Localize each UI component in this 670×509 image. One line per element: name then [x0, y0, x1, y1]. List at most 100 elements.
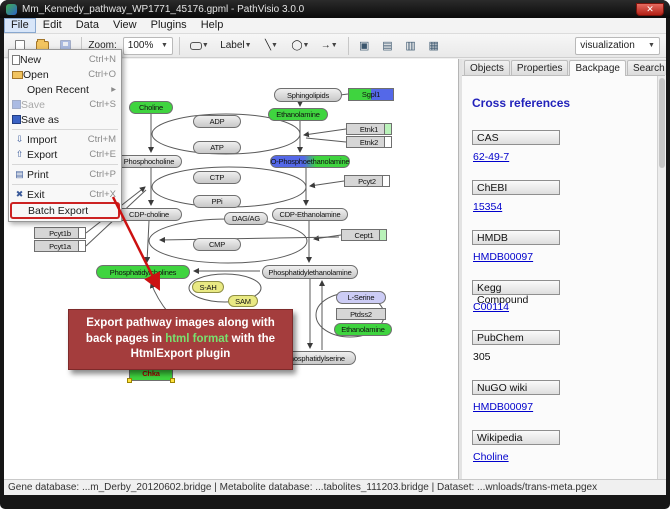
tab-search[interactable]: Search [626, 60, 666, 75]
close-button[interactable]: ✕ [636, 2, 664, 16]
tab-properties[interactable]: Properties [510, 60, 569, 75]
node-label: DAG/AG [232, 214, 260, 223]
distribute-button[interactable]: ▥ [400, 36, 421, 56]
splitter[interactable] [459, 59, 462, 479]
selection-handle[interactable] [127, 378, 132, 383]
stack-button[interactable]: ▦ [423, 36, 444, 56]
node-pcyt1a[interactable]: Pcyt1a [34, 240, 86, 252]
menu-plugins[interactable]: Plugins [150, 19, 187, 31]
node-cdp-ethanolamine[interactable]: CDP-Ethanolamine [272, 208, 348, 221]
node-label: Pcyt2 [358, 176, 376, 186]
export-icon: ⇧ [15, 149, 24, 159]
disk-icon [12, 100, 21, 109]
node-dag-ag[interactable]: DAG/AG [224, 212, 268, 225]
menu-edit[interactable]: Edit [42, 19, 62, 31]
toolbar: Zoom: 100%▼ ▼ Label▼ ╲▼ ◯▼ →▼ ▣ ▤ ▥ ▦ vi… [4, 34, 666, 58]
node-ethanolamine[interactable]: Ethanolamine [334, 323, 392, 336]
file-menu-item-label: Export [27, 148, 58, 161]
node-label: CMP [208, 240, 226, 249]
node-sam[interactable]: SAM [228, 295, 258, 307]
node-s-ah[interactable]: S-AH [192, 281, 224, 293]
annotation-highlight: html format [165, 332, 229, 345]
zoom-select[interactable]: 100%▼ [122, 36, 173, 55]
node-cdp-choline[interactable]: CDP-choline [116, 208, 182, 221]
xref-value-kegg-compound[interactable]: C00114 [473, 301, 510, 313]
align-vertical-icon: ▤ [382, 40, 393, 52]
node-pcyt1b[interactable]: Pcyt1b [34, 227, 86, 239]
sidebar-tabs: ObjectsPropertiesBackpageSearchLegend [462, 59, 666, 76]
node-label: ATP [210, 143, 224, 152]
chevron-down-icon: ▼ [330, 42, 338, 49]
xref-value-cas[interactable]: 62-49-7 [473, 151, 510, 163]
menu-view[interactable]: View [112, 19, 137, 31]
node-choline[interactable]: Choline [129, 101, 173, 114]
xref-value-wikipedia[interactable]: Choline [473, 451, 509, 463]
xref-section-header-cas: CAS [472, 130, 560, 145]
node-label: Ptdss2 [350, 309, 372, 319]
menu-help[interactable]: Help [200, 19, 224, 31]
align-horizontal-button[interactable]: ▣ [354, 36, 375, 56]
menu-file[interactable]: File [4, 18, 36, 33]
node-label: L-Serine [347, 293, 375, 302]
label-tool-button[interactable]: Label▼ [216, 36, 256, 56]
connector-tool-button[interactable]: →▼ [316, 36, 343, 56]
menu-data[interactable]: Data [75, 19, 99, 31]
node-label: SAM [235, 296, 251, 306]
node-phosphatidylcholines[interactable]: Phosphatidylcholines [96, 265, 190, 279]
datanode-icon [189, 41, 202, 50]
node-sphingolipids[interactable]: Sphingolipids [274, 88, 342, 102]
visualization-select[interactable]: visualization▼ [575, 36, 660, 55]
shape-tool-button[interactable]: ◯▼ [287, 36, 314, 56]
sidebar-scrollbar[interactable] [657, 76, 665, 479]
expression-chip [384, 137, 391, 147]
node-ppi[interactable]: PPi [193, 195, 241, 208]
node-l-serine[interactable]: L-Serine [336, 291, 386, 304]
menu-separator [12, 184, 118, 185]
datanode-tool-button[interactable]: ▼ [185, 36, 214, 56]
node-label: PPi [211, 197, 223, 206]
node-atp[interactable]: ATP [193, 141, 241, 154]
node-cmp[interactable]: CMP [193, 238, 241, 251]
node-pcyt2[interactable]: Pcyt2 [344, 175, 390, 187]
node-ethanolamine[interactable]: Ethanolamine [268, 108, 328, 121]
node-phosphatidylethanolamine[interactable]: Phosphatidylethanolamine [262, 265, 358, 279]
xref-value-chebi[interactable]: 15354 [473, 201, 503, 213]
node-etnk1[interactable]: Etnk1 [346, 123, 392, 135]
file-menu-item-save-as[interactable]: Save as [10, 112, 120, 127]
xref-value-nugo-wiki[interactable]: HMDB00097 [473, 401, 534, 413]
node-label: Phosphatidylserine [285, 353, 345, 363]
distribute-icon: ▥ [405, 40, 416, 52]
align-vertical-button[interactable]: ▤ [377, 36, 398, 56]
node-cept1[interactable]: Cept1 [341, 229, 387, 241]
node-ptdss2[interactable]: Ptdss2 [336, 308, 386, 320]
node-adp[interactable]: ADP [193, 115, 241, 128]
file-menu-item-label: Open [23, 68, 49, 81]
node-etnk2[interactable]: Etnk2 [346, 136, 392, 148]
tab-objects[interactable]: Objects [464, 60, 510, 75]
expression-chip [384, 124, 391, 134]
tab-backpage[interactable]: Backpage [569, 60, 626, 76]
file-menu-item-open-recent[interactable]: Open Recent▸ [10, 82, 120, 97]
scrollbar-thumb[interactable] [659, 78, 665, 168]
annotation-callout: Export pathway images along with back pa… [68, 309, 293, 370]
node-label: Sgpl1 [361, 90, 381, 99]
file-menu-item-label: Print [27, 168, 49, 181]
zoom-label: Zoom: [88, 40, 117, 51]
node-sgpl1[interactable]: Sgpl1 [348, 88, 394, 101]
cross-references-title: Cross references [472, 96, 571, 110]
file-menu-item-batch-export[interactable]: Batch Export [10, 202, 120, 219]
expression-chip [382, 176, 389, 186]
line-tool-button[interactable]: ╲▼ [258, 36, 285, 56]
node-ctp[interactable]: CTP [193, 171, 241, 184]
node-o-phosphoethanolamine[interactable]: O-Phosphoethanolamine [270, 155, 350, 168]
node-phosphocholine[interactable]: Phosphocholine [116, 155, 182, 168]
selection-handle[interactable] [170, 378, 175, 383]
xref-value-hmdb[interactable]: HMDB00097 [473, 251, 534, 263]
